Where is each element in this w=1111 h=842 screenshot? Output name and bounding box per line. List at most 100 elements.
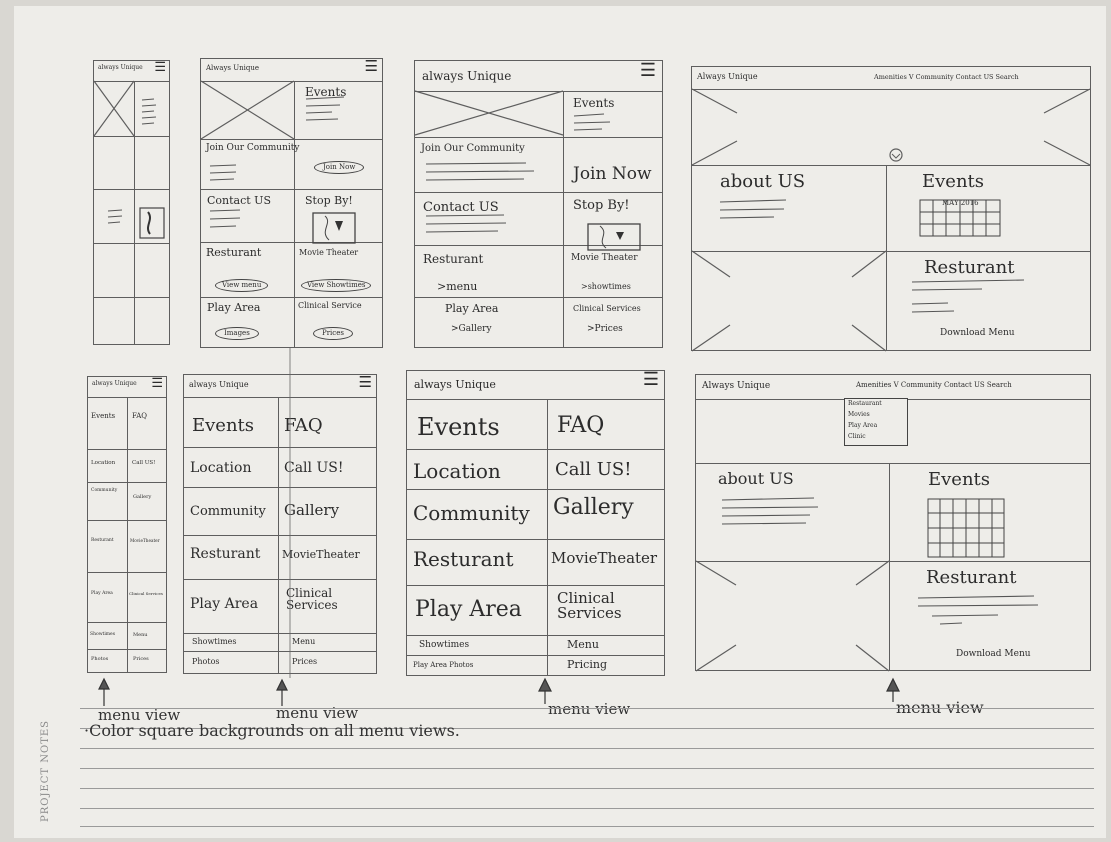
- hero-image-placeholder: [691, 88, 1091, 166]
- brand-label: always Unique: [92, 380, 137, 387]
- menu-location[interactable]: Location: [190, 460, 252, 476]
- menu-faq[interactable]: FAQ: [557, 413, 605, 438]
- hamburger-icon: ☰: [364, 57, 378, 75]
- top-nav[interactable]: Amenities V Community Contact US Search: [856, 381, 1012, 389]
- dropdown-item-play-area[interactable]: Play Area: [848, 422, 878, 429]
- menu-gallery[interactable]: Gallery: [284, 501, 340, 519]
- brand-label: Always Unique: [697, 72, 758, 81]
- phone-small-menu-wireframe: always Unique ☰ Events FAQ Location Call…: [87, 376, 167, 673]
- top-nav[interactable]: Amenities V Community Contact US Search: [874, 73, 1019, 81]
- stop-by-heading: Stop By!: [573, 198, 630, 213]
- menu-gallery[interactable]: Gallery: [133, 494, 152, 500]
- hamburger-icon: ☰: [151, 376, 163, 391]
- notes-rule: [80, 728, 1094, 729]
- join-now-button[interactable]: Join Now: [314, 161, 365, 174]
- restaurant-heading: Resturant: [206, 246, 262, 259]
- notes-rule: [80, 748, 1094, 749]
- menu-restaurant[interactable]: Resturant: [190, 546, 261, 562]
- images-button[interactable]: Images: [215, 327, 259, 340]
- menu-clinical[interactable]: Clinical Services: [557, 589, 622, 622]
- project-notes-side-label: PROJECT NOTES: [40, 719, 51, 822]
- join-heading: Join Our Community: [421, 143, 525, 154]
- desktop-home-wireframe: Always Unique Amenities V Community Cont…: [691, 66, 1091, 352]
- download-menu-link[interactable]: Download Menu: [956, 649, 1031, 659]
- events-heading: Events: [305, 85, 347, 99]
- tablet-menu-wireframe: always Unique ☰ Events FAQ Location Call…: [406, 370, 665, 676]
- menu-community[interactable]: Community: [91, 488, 118, 493]
- menu-community[interactable]: Community: [413, 501, 530, 525]
- menu-photos[interactable]: Photos: [91, 656, 109, 662]
- prices-link[interactable]: >Prices: [587, 324, 623, 334]
- dropdown-item-restaurant[interactable]: Restaurant: [848, 400, 882, 407]
- brand-label: always Unique: [422, 69, 512, 83]
- menu-link[interactable]: >menu: [437, 280, 478, 293]
- restaurant-heading: Resturant: [926, 567, 1017, 588]
- image-placeholder: [695, 560, 890, 672]
- hero-image-placeholder: [93, 80, 135, 137]
- phone-large-menu-wireframe: always Unique ☰ Events FAQ Location Call…: [183, 374, 377, 674]
- menu-call[interactable]: Call US!: [132, 460, 156, 466]
- menu-prices[interactable]: Prices: [133, 656, 149, 662]
- brand-label: always Unique: [189, 380, 249, 389]
- contact-heading: Contact US: [207, 194, 271, 207]
- menu-play-area[interactable]: Play Area: [190, 596, 259, 612]
- menu-showtimes[interactable]: Showtimes: [192, 637, 237, 646]
- phone-small-home-wireframe: always Unique ☰: [93, 60, 170, 345]
- notes-rule: [80, 768, 1094, 769]
- menu-restaurant[interactable]: Resturant: [413, 547, 514, 571]
- notes-rule: [80, 826, 1094, 827]
- menu-showtimes[interactable]: Showtimes: [90, 632, 116, 637]
- menu-location[interactable]: Location: [91, 460, 116, 466]
- menu-call[interactable]: Call US!: [555, 459, 632, 480]
- menu-prices[interactable]: Prices: [292, 657, 318, 666]
- menu-call[interactable]: Call US!: [284, 460, 344, 476]
- dropdown-item-movies[interactable]: Movies: [848, 411, 870, 418]
- menu-play-photos[interactable]: Play Area Photos: [413, 661, 474, 669]
- menu-photos[interactable]: Photos: [192, 657, 220, 666]
- scribble-lines: [107, 96, 1039, 678]
- menu-menu[interactable]: Menu: [567, 638, 599, 651]
- menu-movie[interactable]: MovieTheater: [282, 548, 360, 561]
- phone-large-home-wireframe: Always Unique ☰ Events Join Our Communit…: [200, 58, 383, 348]
- contact-heading: Contact US: [423, 200, 499, 215]
- brand-label: always Unique: [414, 378, 496, 391]
- movie-heading: Movie Theater: [299, 248, 359, 257]
- showtimes-link[interactable]: >showtimes: [581, 282, 631, 291]
- menu-events[interactable]: Events: [417, 413, 500, 441]
- menu-location[interactable]: Location: [413, 459, 501, 483]
- menu-events[interactable]: Events: [91, 412, 116, 420]
- desktop-menu-wireframe: Always Unique Amenities V Community Cont…: [695, 374, 1091, 672]
- menu-play-area[interactable]: Play Area: [91, 591, 113, 596]
- menu-pricing[interactable]: Pricing: [567, 658, 607, 671]
- menu-events[interactable]: Events: [192, 415, 255, 436]
- map-icon: [587, 223, 641, 251]
- prices-button[interactable]: Prices: [313, 327, 353, 340]
- dropdown-item-clinic[interactable]: Clinic: [848, 433, 866, 440]
- hero-image-placeholder: [200, 80, 295, 140]
- download-menu-link[interactable]: Download Menu: [940, 328, 1015, 338]
- menu-clinical[interactable]: Clinical Services: [286, 586, 338, 612]
- notes-rule: [80, 788, 1094, 789]
- menu-menu[interactable]: Menu: [292, 637, 316, 646]
- menu-clinical[interactable]: Clinical Services: [129, 591, 163, 596]
- about-heading: about US: [720, 171, 806, 192]
- menu-faq[interactable]: FAQ: [132, 412, 148, 420]
- menu-movie[interactable]: MovieTheater: [551, 549, 658, 567]
- play-area-heading: Play Area: [207, 301, 261, 314]
- clinical-heading: Clinical Service: [298, 301, 362, 310]
- view-showtimes-button[interactable]: View Showtimes: [301, 279, 372, 292]
- menu-movie[interactable]: MovieTheater: [130, 538, 160, 543]
- view-menu-button[interactable]: View menu: [215, 279, 269, 292]
- brand-label: Always Unique: [206, 64, 260, 72]
- join-now-button[interactable]: Join Now: [573, 164, 652, 184]
- menu-play-area[interactable]: Play Area: [415, 597, 522, 622]
- amenities-dropdown: Restaurant Movies Play Area Clinic: [844, 398, 908, 446]
- menu-menu[interactable]: Menu: [133, 632, 148, 638]
- menu-faq[interactable]: FAQ: [284, 415, 323, 436]
- menu-gallery[interactable]: Gallery: [553, 495, 634, 520]
- gallery-link[interactable]: >Gallery: [451, 324, 492, 334]
- menu-restaurant[interactable]: Resturant: [91, 538, 114, 543]
- project-note-line: ·Color square backgrounds on all menu vi…: [84, 721, 460, 740]
- menu-community[interactable]: Community: [190, 504, 266, 519]
- menu-showtimes[interactable]: Showtimes: [419, 640, 470, 650]
